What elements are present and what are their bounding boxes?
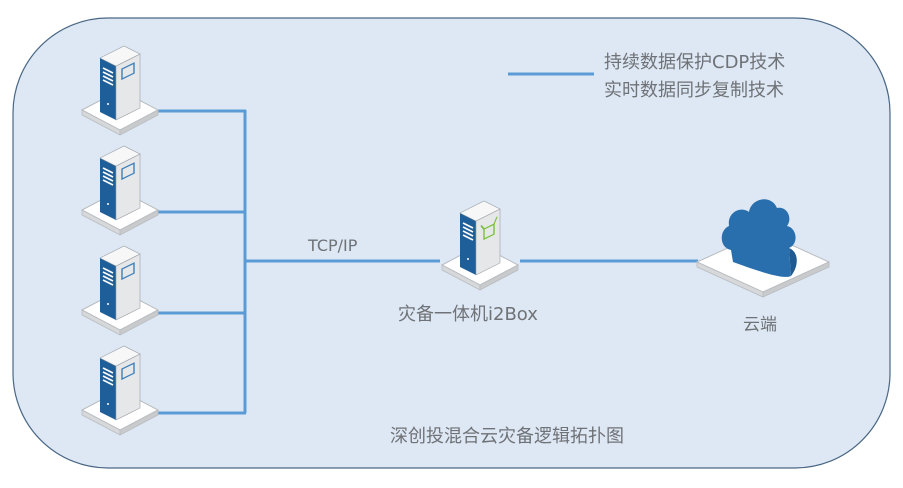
server-icon xyxy=(81,45,159,136)
cloud-label: 云端 xyxy=(743,315,777,335)
legend-label-sync: 实时数据同步复制技术 xyxy=(604,80,784,101)
connection-lines xyxy=(152,109,698,415)
box-logo-icon xyxy=(480,216,498,241)
background-panel xyxy=(12,17,891,469)
i2box-appliance-icon xyxy=(441,200,519,291)
connection-label: TCP/IP xyxy=(308,236,358,255)
server-icon xyxy=(81,145,159,236)
server-icon xyxy=(81,345,159,436)
legend-label-cdp: 持续数据保护CDP技术 xyxy=(604,52,786,73)
server-icon xyxy=(81,245,159,336)
diagram-title: 深创投混合云灾备逻辑拓扑图 xyxy=(390,426,624,447)
cloud-icon xyxy=(695,199,831,298)
i2box-label: 灾备一体机i2Box xyxy=(398,304,538,325)
